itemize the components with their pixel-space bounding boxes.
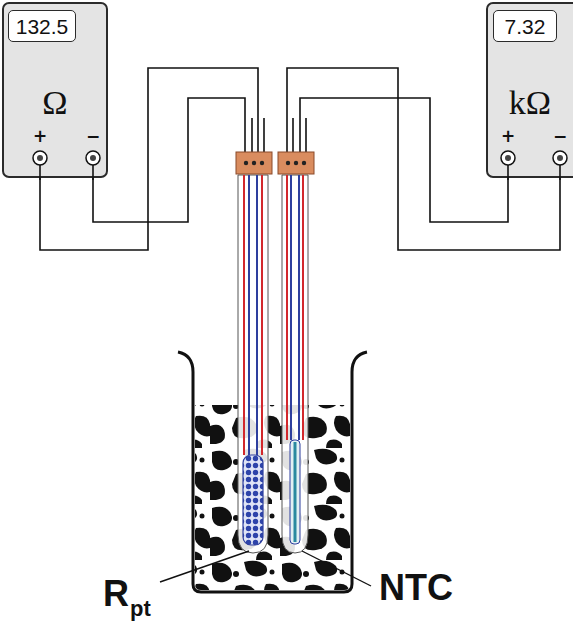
lead-wire <box>286 175 288 440</box>
multimeter: 7.32 kΩ + − <box>486 2 573 178</box>
reading: 7.32 <box>505 16 546 37</box>
leader-line <box>160 551 371 586</box>
ntc-element <box>294 442 297 542</box>
connector-block <box>286 161 290 165</box>
connector-block <box>244 161 248 165</box>
connector-block <box>236 152 272 174</box>
part-label: R <box>103 576 129 612</box>
lead-wire <box>248 175 250 455</box>
ntc-probe <box>282 175 308 553</box>
leader-line <box>160 551 249 582</box>
wire <box>300 98 508 222</box>
meter-display: 132.5 <box>8 10 76 42</box>
ntc-element <box>290 440 300 544</box>
connector-block <box>236 152 314 174</box>
lead-wire <box>261 175 263 455</box>
meter-display: 7.32 <box>493 10 557 42</box>
lead-wire <box>298 175 300 440</box>
terminal-sign: − <box>86 128 100 145</box>
connector-block <box>260 161 264 165</box>
terminal-sign: + <box>501 128 515 145</box>
lead-wire <box>290 175 292 440</box>
multimeter: 132.5Ω + − <box>2 2 108 178</box>
lead-wire <box>302 175 304 440</box>
connector-block <box>302 161 306 165</box>
unit-symbol: Ω <box>42 86 67 120</box>
beaker <box>178 352 367 592</box>
connector-block <box>278 152 314 174</box>
unit-symbol: kΩ <box>509 86 551 120</box>
rpt-probe <box>238 175 268 553</box>
lead-wire <box>243 175 245 455</box>
connector-block <box>252 161 256 165</box>
platinum-coil <box>243 455 263 545</box>
probe-tube <box>282 175 308 553</box>
terminal-sign: + <box>33 128 47 145</box>
lead-wire <box>256 175 258 455</box>
part-label: NTC <box>379 570 453 606</box>
wire <box>252 118 306 152</box>
leader-line <box>302 551 371 586</box>
reading: 132.5 <box>16 16 69 37</box>
probe-tube <box>238 175 268 553</box>
beaker <box>178 352 367 592</box>
label-subscript: pt <box>130 598 151 620</box>
wire <box>93 98 245 222</box>
terminal-sign: − <box>553 128 567 145</box>
connector-block <box>294 161 298 165</box>
